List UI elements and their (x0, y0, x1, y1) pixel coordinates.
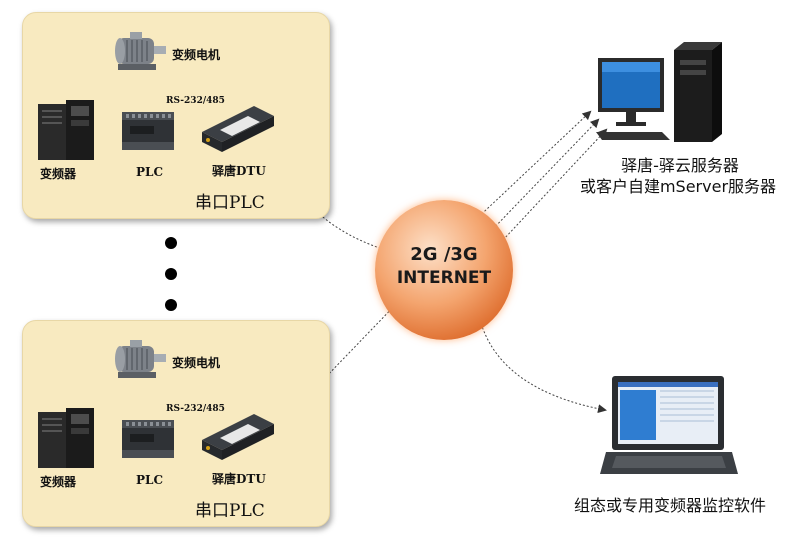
laptop-icon (600, 376, 738, 474)
ellipsis-dot (165, 237, 177, 249)
vfd-icon (38, 408, 94, 468)
laptop-label: 组态或专用变频器监控软件 (573, 496, 766, 515)
plc-label: PLC (136, 165, 164, 179)
motor-label: 变频电机 (172, 48, 221, 62)
motor-icon (115, 32, 166, 70)
ellipsis-dot (165, 268, 177, 280)
server-computer-icon (596, 42, 722, 142)
server-label-line2: 或客户自建mServer服务器 (579, 177, 777, 196)
plc-label: PLC (136, 473, 164, 487)
link-globe-server-2 (489, 118, 600, 233)
vfd-label: 变频器 (40, 167, 77, 181)
internet-globe: 2G /3G INTERNET (375, 200, 513, 340)
motor-label: 变频电机 (172, 356, 221, 370)
dtu-icon (202, 106, 274, 152)
interface-label: RS-232/485 (166, 96, 225, 106)
globe-line1: 2G /3G (410, 244, 478, 265)
dtu-label: 驿唐DTU (212, 164, 266, 178)
link-globe-server-3 (502, 128, 608, 241)
link-globe-laptop (479, 319, 607, 414)
panel-caption: 串口PLC (195, 193, 265, 213)
plc-icon (122, 420, 174, 458)
vfd-label: 变频器 (40, 475, 77, 489)
globe-line2: INTERNET (396, 268, 492, 288)
plc-icon (122, 112, 174, 150)
ellipsis-dot (165, 299, 177, 311)
link-globe-server-1 (469, 110, 592, 226)
panel-caption: 串口PLC (195, 501, 265, 521)
interface-label: RS-232/485 (166, 404, 225, 414)
dtu-icon (202, 414, 274, 460)
vfd-icon (38, 100, 94, 160)
dtu-label: 驿唐DTU (212, 472, 266, 486)
motor-icon (115, 340, 166, 378)
server-label-line1: 驿唐-驿云服务器 (621, 156, 739, 175)
